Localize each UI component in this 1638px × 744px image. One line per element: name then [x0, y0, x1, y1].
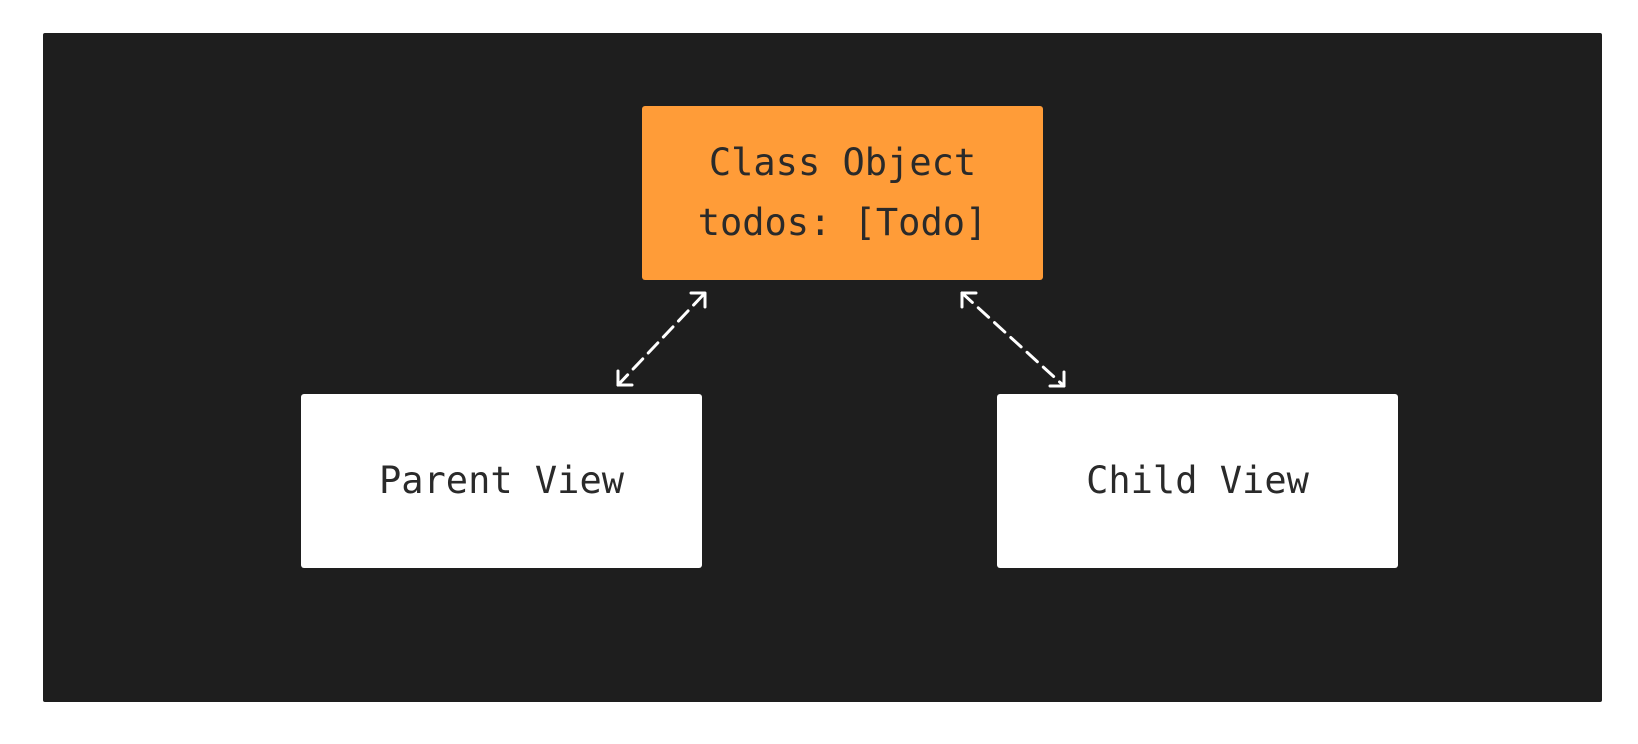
arrowhead-to-child — [1048, 370, 1066, 388]
class-object-property: todos: [Todo] — [697, 201, 988, 244]
child-view-node: Child View — [997, 394, 1398, 568]
class-object-title: Class Object — [708, 141, 977, 184]
child-class-dashed-line — [960, 291, 1066, 388]
child-view-label: Child View — [1086, 459, 1309, 502]
child-class-connector — [960, 291, 1066, 388]
arrowhead-to-class-right — [960, 291, 978, 309]
parent-class-connector — [616, 291, 707, 387]
parent-class-dashed-line — [616, 291, 707, 387]
arrowhead-to-class-left — [689, 291, 707, 309]
parent-view-label: Parent View — [378, 459, 625, 502]
class-object-node: Class Object todos: [Todo] — [642, 106, 1043, 280]
arrowhead-to-parent — [616, 369, 634, 387]
parent-view-node: Parent View — [301, 394, 702, 568]
